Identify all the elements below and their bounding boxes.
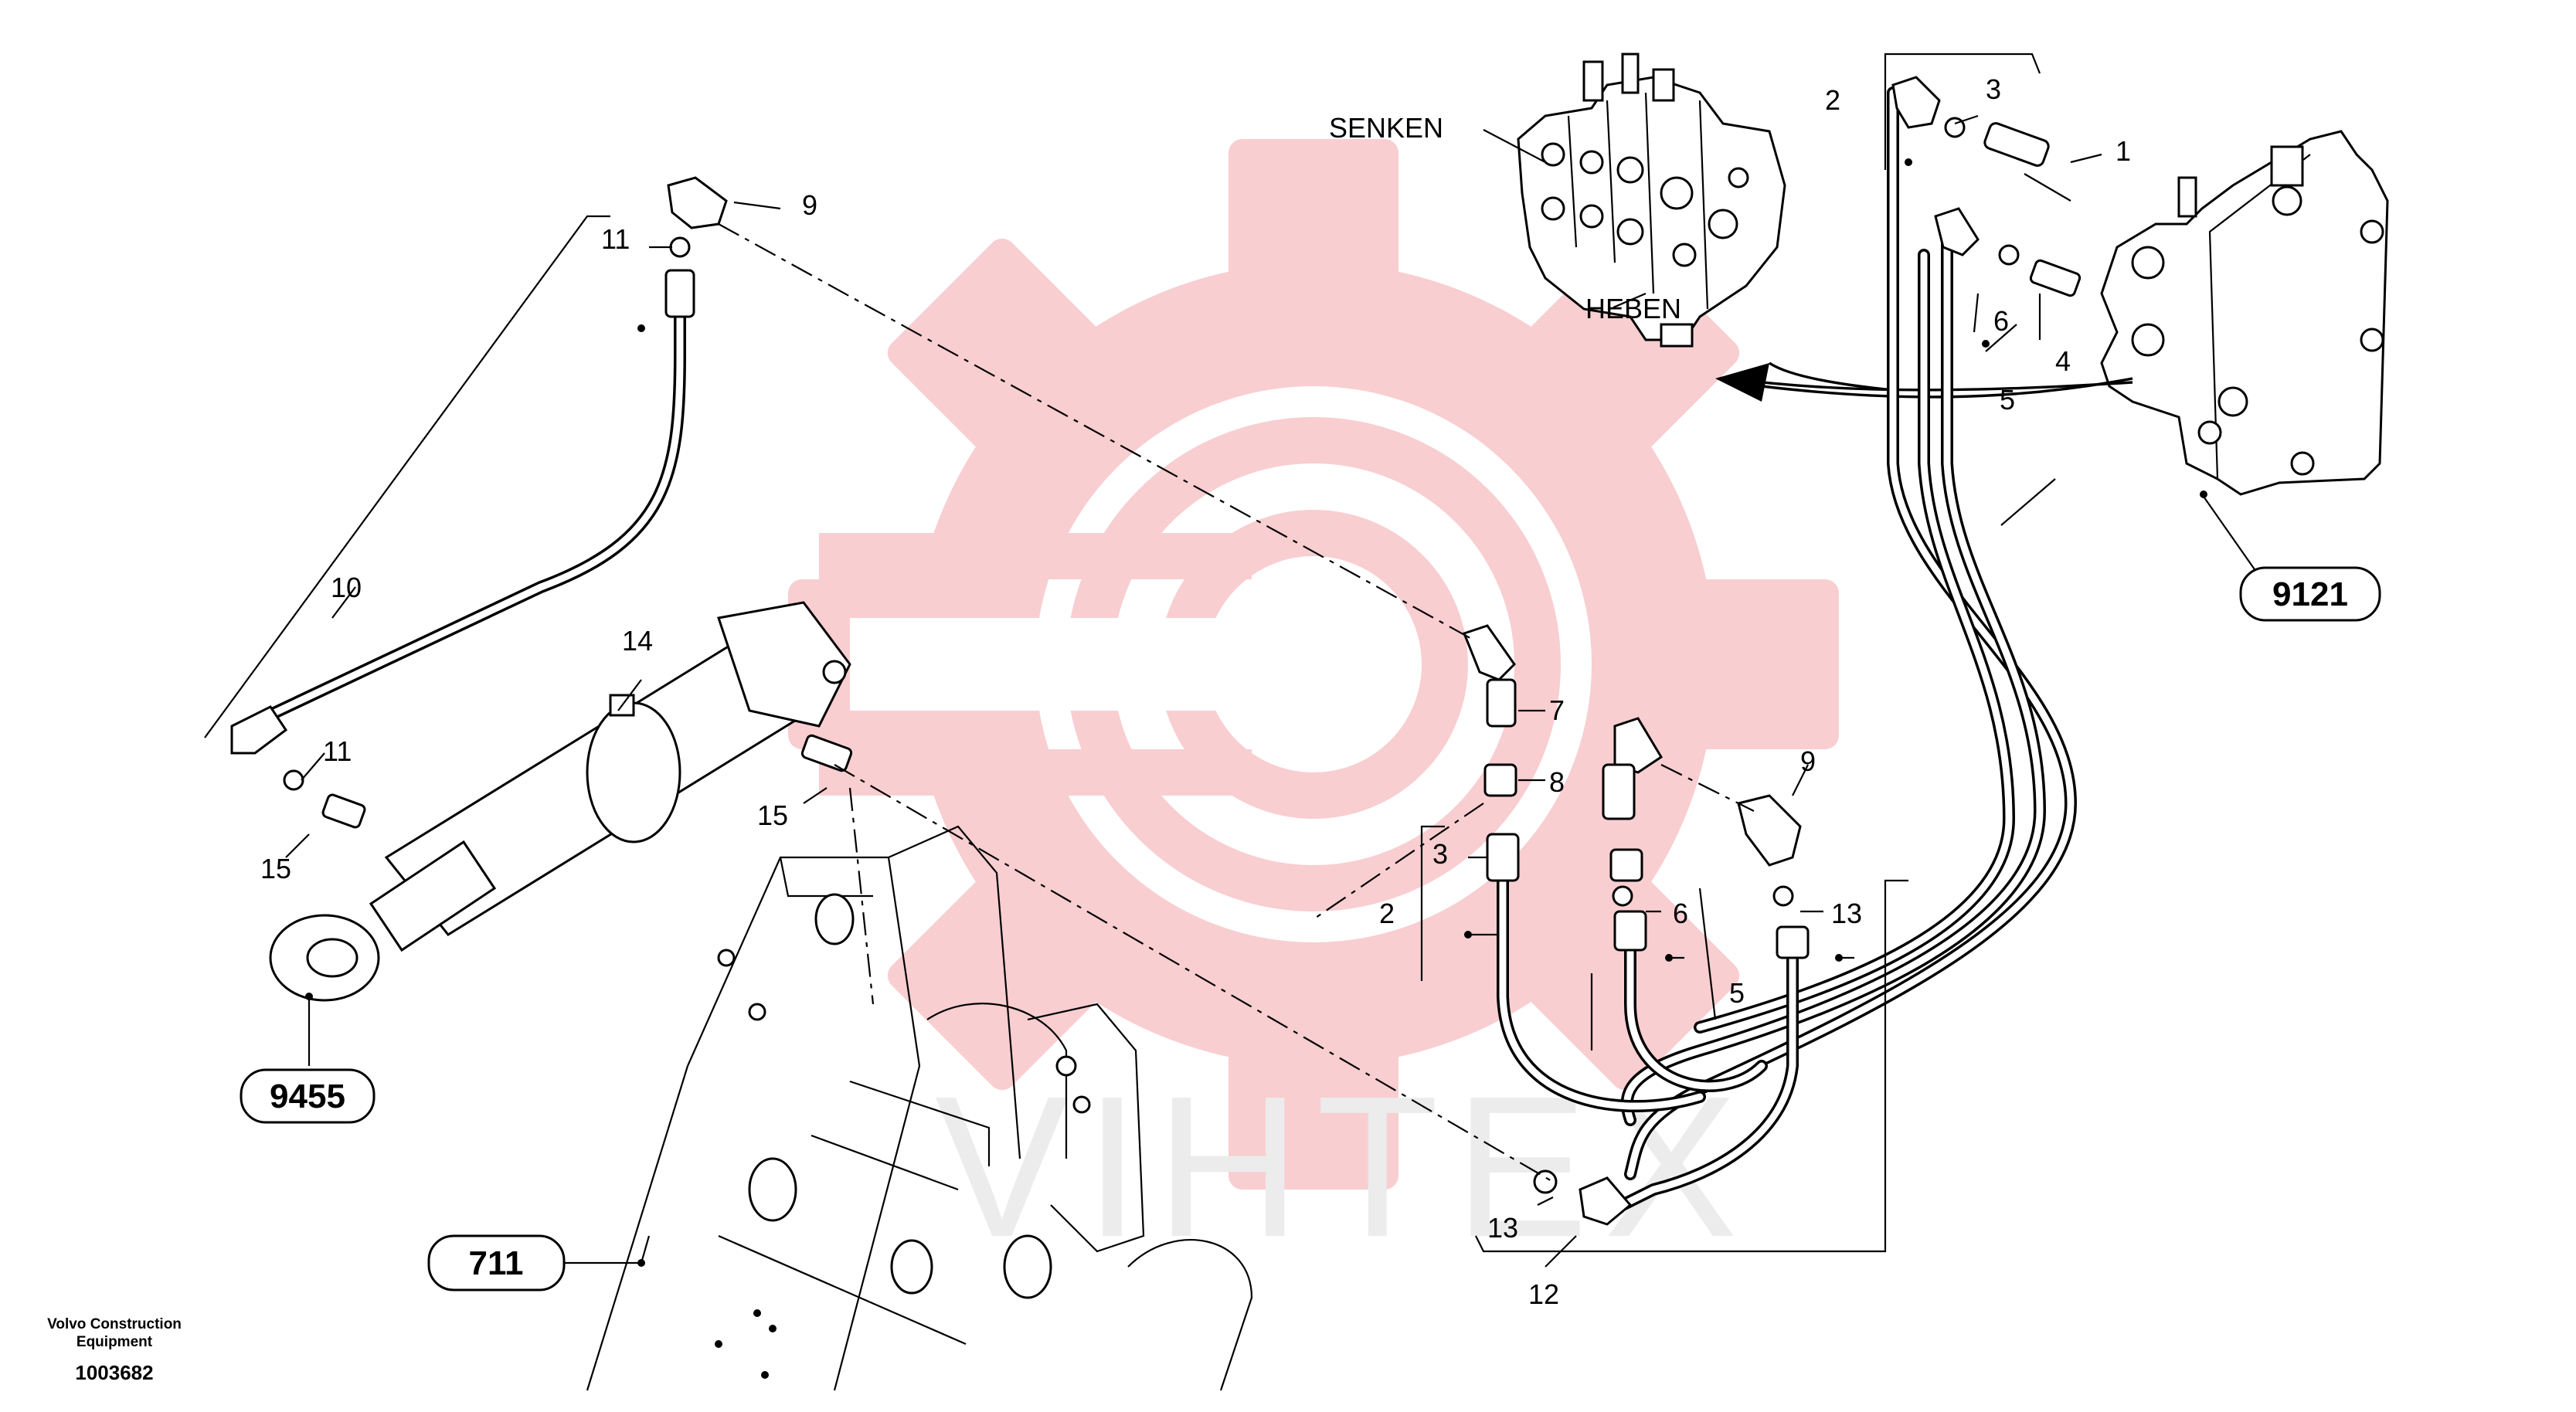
footer-company-line1: Volvo Construction bbox=[47, 1316, 182, 1332]
callout-13b: 13 bbox=[1487, 1212, 1518, 1244]
callout-9a: 9 bbox=[802, 189, 817, 221]
callout-2b: 2 bbox=[1379, 898, 1395, 929]
control-valve-block bbox=[1517, 53, 1786, 348]
watermark-text: VIHTEX bbox=[935, 1055, 1753, 1279]
callout-10: 10 bbox=[331, 572, 362, 603]
callout-5b: 5 bbox=[1729, 977, 1745, 1009]
callout-15a: 15 bbox=[260, 853, 291, 884]
ref-711-label: 711 bbox=[469, 1244, 524, 1282]
assembly-lines bbox=[718, 223, 1755, 1183]
callout-5a: 5 bbox=[2000, 384, 2015, 416]
label-senken: SENKEN bbox=[1329, 112, 1443, 144]
hydraulic-pump bbox=[2100, 130, 2389, 496]
footer-drawing-number: 1003682 bbox=[75, 1361, 153, 1384]
callout-15b: 15 bbox=[757, 799, 788, 831]
left-hose bbox=[230, 176, 728, 829]
brackets bbox=[204, 53, 2041, 1253]
callout-11b: 11 bbox=[323, 735, 352, 767]
callout-8: 8 bbox=[1549, 766, 1565, 798]
callout-numbers: 1 2 3 4 5 6 9 11 10 14 11 15 15 7 8 3 2 … bbox=[260, 73, 2131, 1310]
callout-6a: 6 bbox=[1993, 305, 2009, 337]
hydraulic-cylinder bbox=[269, 601, 853, 1002]
callout-9b: 9 bbox=[1800, 745, 1816, 777]
callout-12: 12 bbox=[1528, 1278, 1559, 1310]
fittings-center bbox=[1463, 624, 1810, 1226]
callout-1: 1 bbox=[2116, 135, 2131, 167]
callout-3b: 3 bbox=[1432, 838, 1448, 870]
footer-company-line2: Equipment bbox=[76, 1334, 153, 1350]
callout-6b: 6 bbox=[1673, 898, 1688, 929]
callout-2a: 2 bbox=[1825, 84, 1840, 116]
ref-9121-label: 9121 bbox=[2272, 575, 2348, 613]
label-heben: HEBEN bbox=[1585, 293, 1681, 324]
callout-4: 4 bbox=[2055, 345, 2071, 377]
callout-14: 14 bbox=[622, 625, 653, 657]
callout-3a: 3 bbox=[1986, 73, 2001, 105]
ref-711[interactable]: 711 bbox=[427, 1234, 566, 1292]
lower-hoses bbox=[1497, 874, 1799, 1211]
frame-structure bbox=[586, 825, 1253, 1391]
callout-7: 7 bbox=[1549, 694, 1565, 726]
ref-9455-label: 9455 bbox=[270, 1078, 345, 1115]
footer-caption: Volvo Construction Equipment 1003682 bbox=[47, 1316, 182, 1384]
ref-9121[interactable]: 9121 bbox=[2239, 566, 2381, 622]
callout-13a: 13 bbox=[1831, 898, 1862, 929]
ref-9455[interactable]: 9455 bbox=[240, 1068, 376, 1124]
callout-11a: 11 bbox=[601, 223, 630, 255]
leader-lines bbox=[285, 114, 2257, 1268]
